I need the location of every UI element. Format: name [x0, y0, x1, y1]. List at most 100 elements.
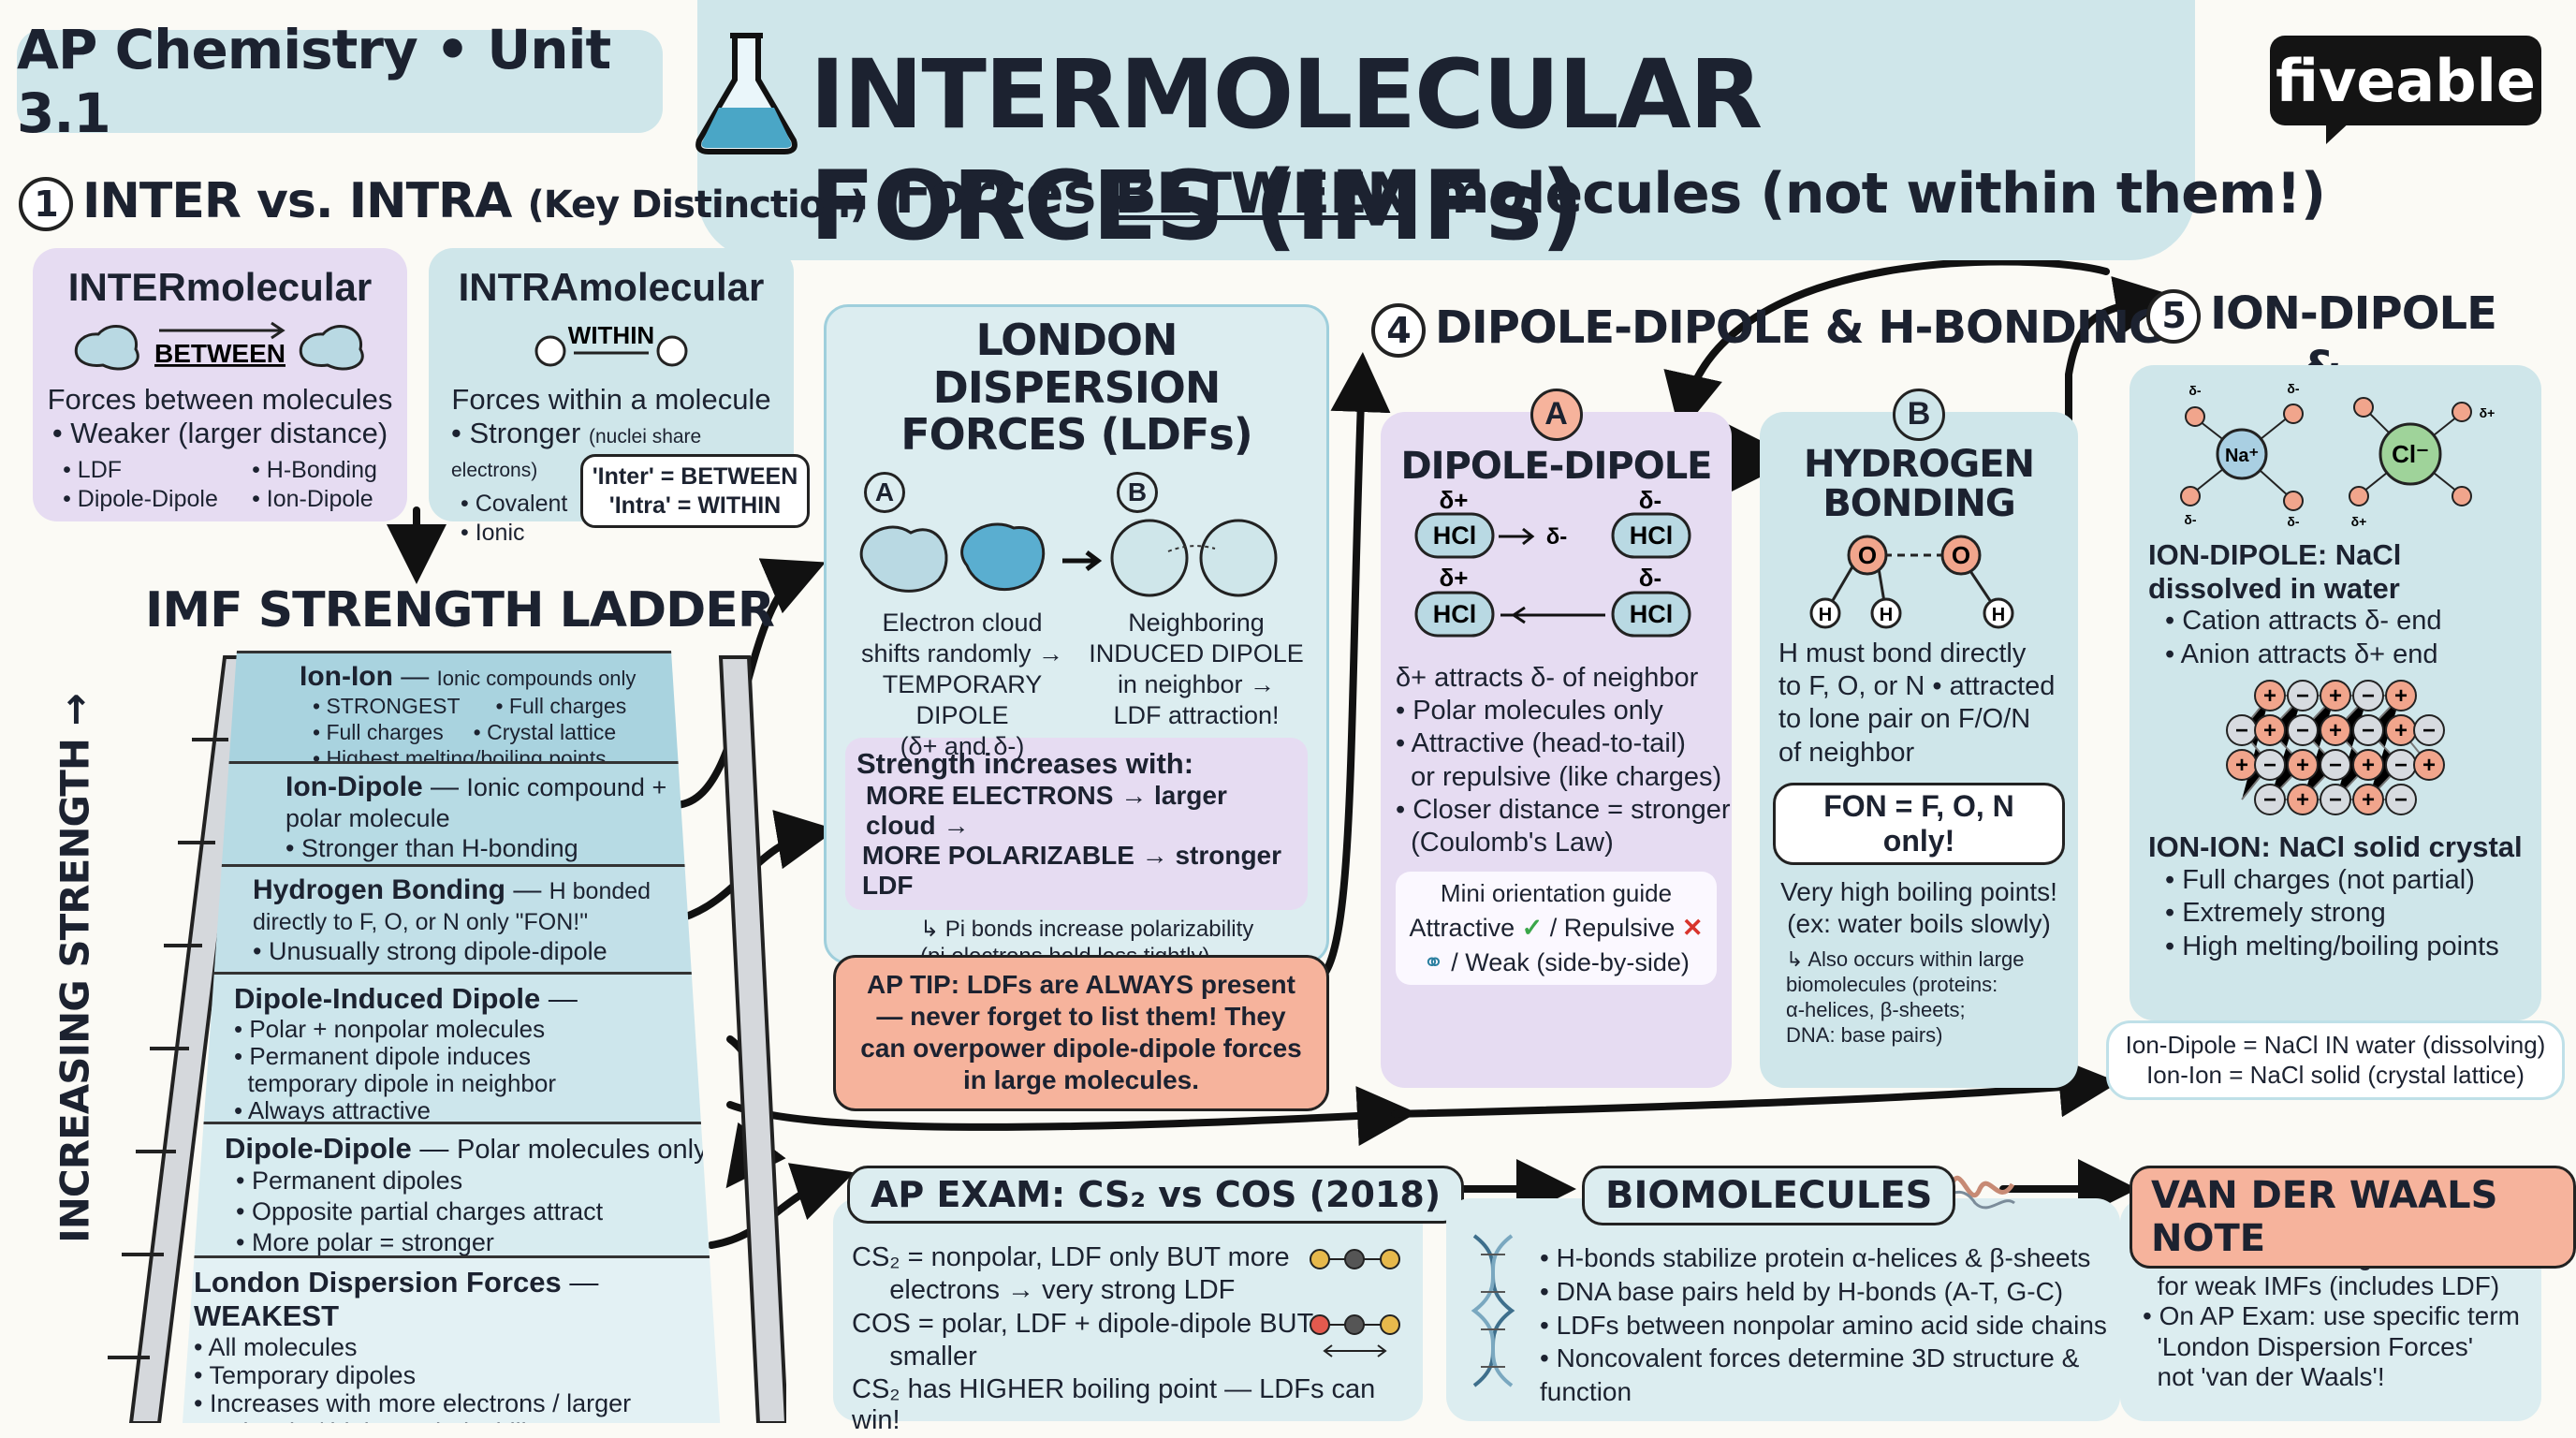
section-1-subheading: (Key Distinction): [527, 183, 867, 227]
exam-line-3: CS₂ has HIGHER boiling point — LDFs can …: [852, 1373, 1376, 1435]
minus-sign: −: [2394, 787, 2408, 813]
section-1-heading: INTER vs. INTRA: [82, 173, 512, 229]
rung-2-body: • Stronger than H-bonding: [285, 834, 578, 862]
cation-ion: [2385, 680, 2417, 712]
nacl-lattice-diagram: +−+−+−+−+−+−+−+−+−+−+−+−: [2226, 680, 2445, 816]
ldf-strength-title: Strength increases with:: [856, 746, 1194, 780]
dd-label: A: [1530, 388, 1583, 441]
inter-list-2: • H-Bonding • Ion-Dipole: [252, 457, 377, 512]
rung-1-desc: Ionic compounds only: [436, 667, 637, 690]
ldf-strength-1: MORE ELECTRONS → larger cloud →: [866, 780, 1227, 840]
brand-label: fiveable: [2276, 46, 2536, 115]
ap-exam-title: AP EXAM: CS₂ vs COS (2018): [847, 1166, 1465, 1224]
plus-sign: +: [2362, 787, 2375, 813]
na-dm-4: δ-: [2287, 514, 2299, 529]
check-icon: ✓: [1521, 913, 1544, 942]
rung-5-name: Dipole-Dipole: [225, 1132, 412, 1165]
intra-point: • Stronger: [451, 417, 581, 449]
anion-ion: [2320, 749, 2351, 782]
exam-line-1: CS₂ = nonpolar, LDF only BUT more electr…: [852, 1242, 1290, 1306]
page-title: INTERMOLECULAR FORCES (IMFs): [810, 39, 1763, 262]
na-dm-2: δ-: [2287, 381, 2299, 396]
minus-sign: −: [2263, 753, 2276, 778]
cl-ion: Cl⁻: [2392, 440, 2429, 468]
fon-badge: FON = F, O, N only!: [1773, 783, 2065, 865]
h-3: H: [1992, 605, 2005, 625]
hcl-2: HCl: [1629, 521, 1673, 550]
anion-ion: [2254, 784, 2286, 816]
rung-5-dash: —: [411, 1132, 458, 1165]
ldf-title: LONDON DISPERSION FORCES (LDFs): [900, 315, 1253, 461]
flask-icon: [695, 33, 798, 154]
ion-dipole-diagram: Na⁺ Cl⁻ δ- δ- δ- δ- δ+ δ+: [2180, 381, 2495, 529]
minus-sign: −: [2329, 787, 2342, 813]
hydrogen-bonding-card: B HYDROGEN BONDING O O H H H H must bond…: [1760, 388, 2078, 1088]
h-2: H: [1880, 605, 1893, 625]
ion-ion-title: ION-ION: NaCl solid crystal: [2148, 830, 2523, 864]
ion-dipole-list: • Cation attracts δ- end • Anion attract…: [2165, 606, 2442, 669]
ladder-title: IMF STRENGTH LADDER: [145, 582, 775, 638]
plus-sign: +: [2263, 683, 2276, 709]
minus-sign: −: [2394, 753, 2408, 778]
rung-3-dash: —: [505, 874, 549, 905]
ion-dipole-title: ION-DIPOLE: NaCl dissolved in water: [2148, 538, 2402, 605]
minus-sign: −: [2263, 787, 2276, 813]
dipole-dipole-card: A DIPOLE-DIPOLE δ+ δ- HCl δ- HCl δ+ δ- H…: [1381, 388, 1732, 1088]
guide-sep: /: [1543, 913, 1564, 942]
plus-sign: +: [2394, 683, 2408, 709]
anion-ion: [2352, 680, 2384, 712]
minus-sign: −: [2422, 718, 2436, 743]
plus-sign: +: [2422, 753, 2436, 778]
cation-ion: [2352, 749, 2384, 782]
o-1: O: [1858, 541, 1877, 569]
inter-card: INTERmolecular BETWEEN Forces between mo…: [33, 248, 407, 521]
section-4-number: 4: [1371, 303, 1426, 358]
cation-ion: [2413, 749, 2445, 782]
ap-exam-card: CS₂ = nonpolar, LDF only BUT more electr…: [833, 1198, 1423, 1435]
biomolecules-title: BIOMOLECULES: [1582, 1166, 1956, 1225]
between-tag: BETWEEN: [154, 339, 285, 368]
hcl-1: HCl: [1432, 521, 1476, 550]
dd-dminus-mid: δ-: [1545, 524, 1567, 550]
minus-sign: −: [2235, 718, 2248, 743]
ladder-rung-ion-ion: Ion-Ion — Ionic compounds only • STRONGE…: [183, 651, 721, 770]
cation-ion: [2320, 714, 2351, 747]
rung-1-name: Ion-Ion: [300, 661, 393, 692]
anion-ion: [2352, 714, 2384, 747]
inter-title: INTERmolecular: [67, 265, 373, 309]
plus-sign: +: [2329, 683, 2342, 709]
water-h-bond-diagram: O O H H H: [1809, 535, 2014, 628]
ldf-strength-2: MORE POLARIZABLE → stronger LDF: [862, 840, 1282, 900]
section-1-number: 1: [19, 177, 73, 231]
rung-2-name: Ion-Dipole: [285, 771, 423, 802]
minus-sign: −: [2329, 753, 2342, 778]
section-5-number: 5: [2146, 288, 2202, 344]
molecule-icons: [1310, 1249, 1400, 1357]
intra-title: INTRAmolecular: [458, 265, 765, 309]
ladder-panel: Ion-Ion — Ionic compounds only • STRONGE…: [183, 651, 721, 1423]
rung-3-desc: H bonded directly to F, O, or N only "FO…: [253, 878, 651, 935]
dd-dplus-2: δ+: [1439, 564, 1468, 592]
subtitle-emphasis: BETWEEN: [1114, 161, 1413, 227]
plus-sign: +: [2394, 718, 2408, 743]
electron-cloud-diagram: [859, 519, 1278, 597]
ladder-axis-label: INCREASING STRENGTH →: [51, 694, 98, 1243]
guide-weak: / Weak (side-by-side): [1451, 947, 1690, 976]
plus-sign: +: [2296, 753, 2309, 778]
cation-ion: [2254, 714, 2286, 747]
within-tag: WITHIN: [568, 321, 654, 349]
ldf-ap-tip: AP TIP: LDFs are ALWAYS present — never …: [833, 955, 1329, 1111]
cation-ion: [2352, 784, 2384, 816]
course-label: AP Chemistry • Unit 3.1: [17, 18, 611, 145]
rung-2-dash: —: [422, 771, 467, 802]
cation-ion: [2287, 749, 2319, 782]
vdw-title: VAN DER WAALS NOTE: [2130, 1166, 2576, 1269]
anion-ion: [2413, 714, 2445, 747]
plus-sign: +: [2329, 718, 2342, 743]
anion-ion: [2287, 714, 2319, 747]
atoms-within-icon: WITHIN: [534, 321, 688, 367]
plus-sign: +: [2362, 753, 2375, 778]
rung-1-dash: —: [392, 661, 437, 692]
ladder-rung-dipole-induced: Dipole-Induced Dipole — • Polar + nonpol…: [183, 972, 721, 1124]
